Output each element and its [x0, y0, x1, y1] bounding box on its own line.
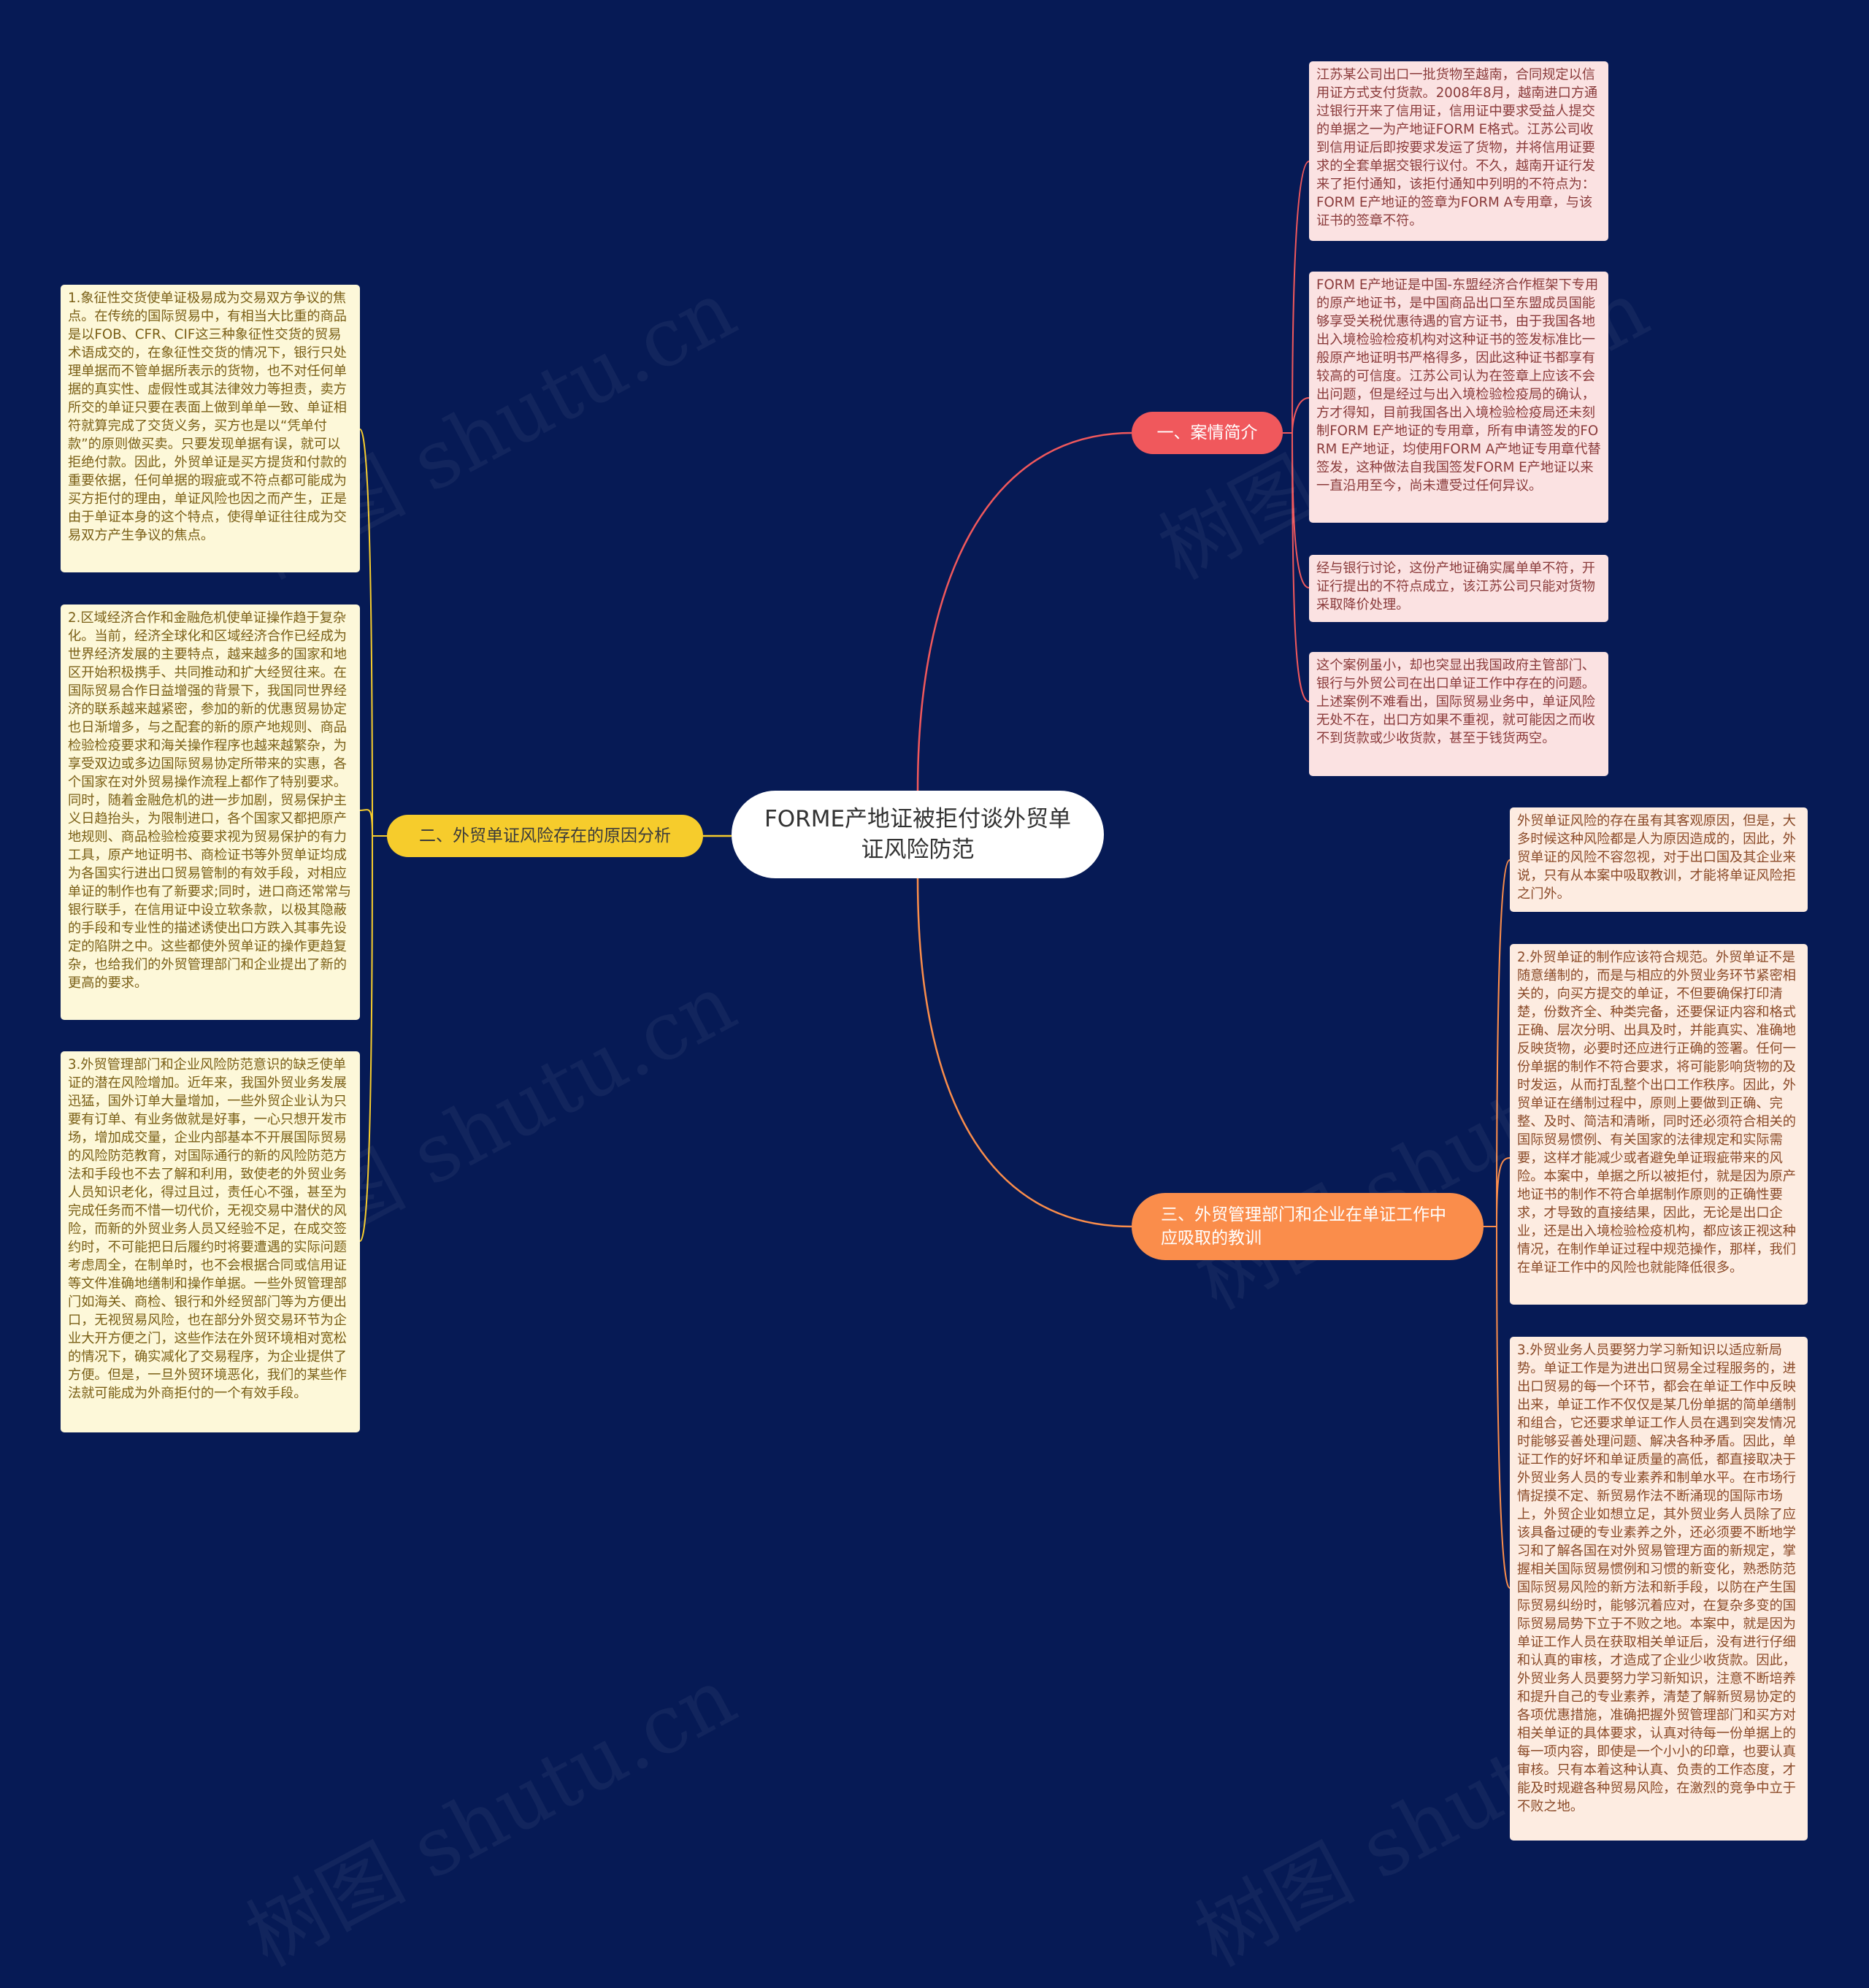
- root-topic[interactable]: FORME产地证被拒付谈外贸单证风险防范: [732, 791, 1104, 878]
- leaf-form-e-explanation[interactable]: FORM E产地证是中国-东盟经济合作框架下专用的原产地证书，是中国商品出口至东…: [1309, 272, 1608, 523]
- connector-lines: [359, 161, 1511, 1589]
- branch-label: 三、外贸管理部门和企业在单证工作中应吸取的教训: [1161, 1205, 1446, 1248]
- leaf-staff-learning[interactable]: 3.外贸业务人员要努力学习新知识以适应新局势。单证工作是为进出口贸易全过程服务的…: [1510, 1337, 1808, 1841]
- leaf-risk-awareness[interactable]: 3.外贸管理部门和企业风险防范意识的缺乏使单证的潜在风险增加。近年来，我国外贸业…: [61, 1051, 360, 1432]
- branch-case-intro[interactable]: 一、案情简介: [1132, 412, 1283, 454]
- branch-label: 一、案情简介: [1156, 423, 1258, 442]
- branch-risk-causes[interactable]: 二、外贸单证风险存在的原因分析: [387, 815, 703, 857]
- leaf-risk-overview[interactable]: 外贸单证风险的存在虽有其客观原因，但是，大多时候这种风险都是人为原因造成的，因此…: [1510, 807, 1808, 912]
- leaf-document-standards[interactable]: 2.外贸单证的制作应该符合规范。外贸单证不是随意缮制的，而是与相应的外贸业务环节…: [1510, 944, 1808, 1305]
- leaf-bank-discussion[interactable]: 经与银行讨论，这份产地证确实属单单不符，开证行提出的不符点成立，该江苏公司只能对…: [1309, 555, 1608, 622]
- connector-root-case: [916, 431, 1132, 791]
- connector-root-lessons: [916, 878, 1132, 1228]
- root-topic-label: FORME产地证被拒付谈外贸单证风险防范: [764, 806, 1072, 863]
- leaf-regional-cooperation[interactable]: 2.区域经济合作和金融危机使单证操作趋于复杂化。当前，经济全球化和区域经济合作已…: [61, 605, 360, 1020]
- leaf-symbolic-delivery[interactable]: 1.象征性交货使单证极易成为交易双方争议的焦点。在传统的国际贸易中，有相当大比重…: [61, 285, 360, 572]
- leaf-case-significance[interactable]: 这个案例虽小，却也突显出我国政府主管部门、银行与外贸公司在出口单证工作中存在的问…: [1309, 652, 1608, 776]
- leaf-case-background[interactable]: 江苏某公司出口一批货物至越南，合同规定以信用证方式支付货款。2008年8月，越南…: [1309, 61, 1608, 241]
- branch-lessons[interactable]: 三、外贸管理部门和企业在单证工作中应吸取的教训: [1132, 1193, 1484, 1260]
- branch-label: 二、外贸单证风险存在的原因分析: [419, 826, 671, 845]
